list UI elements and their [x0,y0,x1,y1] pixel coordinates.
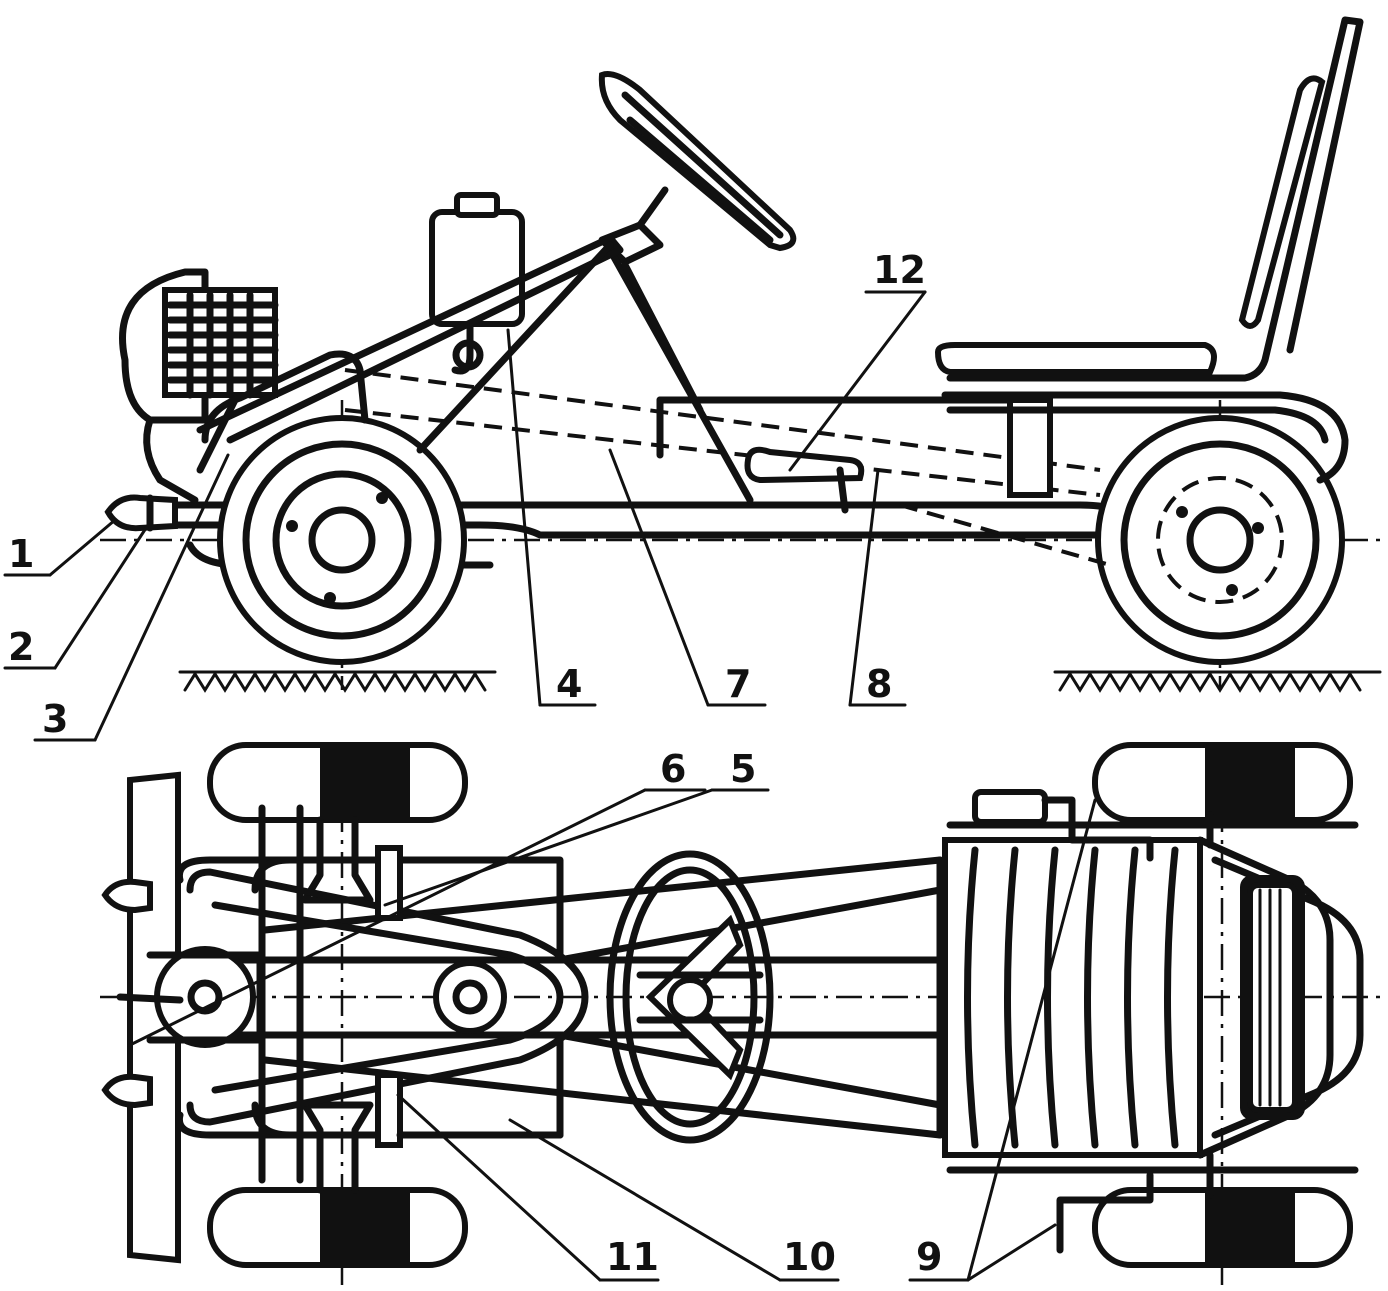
callout-11: 11 [396,1093,660,1282]
callouts: 1 2 3 4 5 6 7 [3,248,1097,1282]
drive-chain [344,368,1111,567]
callout-12: 12 [788,248,927,472]
upper-frame-tube [196,234,624,444]
callout-label-10: 10 [783,1235,836,1279]
seat-top [942,821,1364,1174]
rear-tire-top-right [1092,1187,1353,1268]
front-wheel-side [217,415,467,665]
callout-7: 7 [608,448,767,707]
engine [119,268,279,504]
bracket-5 [375,845,403,921]
callout-label-9: 9 [916,1235,942,1279]
ground-left [178,670,497,693]
front-knuckle-right [301,1101,374,1194]
pedal-top-right [1056,1171,1154,1254]
rear-tire-top-left [1092,742,1353,823]
callout-10: 10 [508,1118,840,1282]
callout-2: 2 [3,523,150,670]
callout-label-6: 6 [660,747,686,791]
callout-3: 3 [33,453,230,742]
callout-8: 8 [848,468,907,707]
callout-label-8: 8 [866,662,892,706]
top-view [100,742,1385,1285]
callout-label-1: 1 [8,532,34,576]
front-tire-top-left [207,742,468,823]
bracket-11 [375,1072,403,1148]
exhaust-nozzle [104,494,178,532]
callout-label-12: 12 [873,248,926,292]
body-panel-top [396,1046,564,1139]
callout-1: 1 [3,518,117,577]
callout-label-11: 11 [606,1235,659,1279]
front-tire-top-right [207,1187,468,1268]
nozzle-top-lower [101,1073,153,1109]
side-view [100,16,1385,693]
body-panel [656,396,1053,498]
nozzle-top-upper [101,878,153,914]
fuel-tank [429,192,525,375]
steering-wheel-top [606,850,774,1144]
drive-belt-top [186,868,589,1126]
callout-6: 6 [128,747,707,1047]
callout-label-7: 7 [725,662,751,706]
callout-label-3: 3 [42,697,68,741]
callout-label-5: 5 [730,747,756,791]
callout-label-2: 2 [8,625,34,669]
pedal-top-left [972,789,1154,862]
callout-9: 9 [908,798,1097,1282]
seat [934,16,1364,484]
ground-right [1053,670,1382,693]
callout-label-4: 4 [556,662,582,706]
steering-side [598,71,797,504]
pedal [744,446,865,514]
callout-4: 4 [506,328,597,707]
rear-wheel-side [1095,415,1345,665]
callout-5: 5 [383,747,770,907]
